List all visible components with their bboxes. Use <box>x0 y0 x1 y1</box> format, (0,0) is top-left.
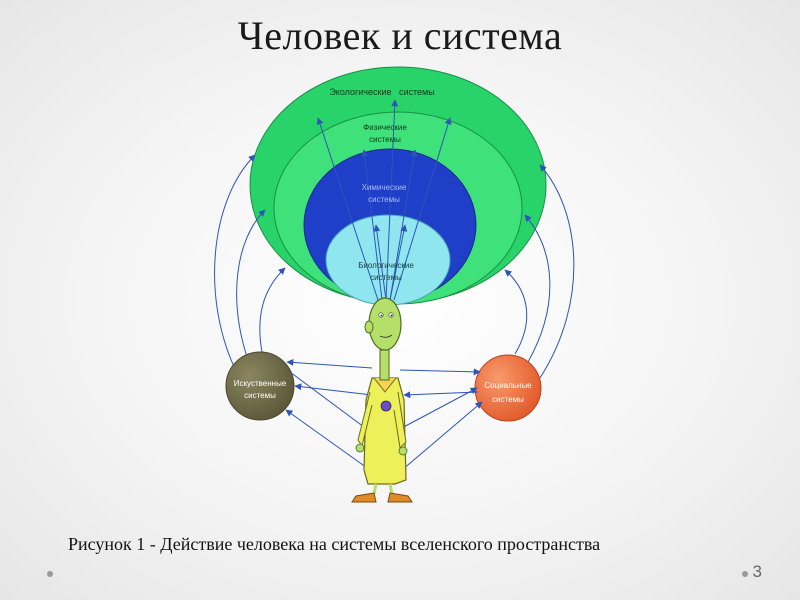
upward-arrows <box>316 99 452 301</box>
arrow-up-3 <box>385 99 399 301</box>
figure-side-arrows <box>285 358 483 471</box>
figure-caption: Рисунок 1 - Действие человека на системы… <box>68 534 601 554</box>
left-curve-1 <box>214 154 256 376</box>
arrow-to-social-2 <box>401 401 483 471</box>
arrow-to-artificial-2 <box>294 383 373 396</box>
arrow-art-to-figure <box>289 371 369 431</box>
figure-neck <box>379 349 390 381</box>
right-curve-3 <box>504 269 528 355</box>
figure-left-leg <box>372 483 378 495</box>
chemical-label-2: системы <box>368 195 400 204</box>
human-figure <box>351 297 413 503</box>
figure-left-shoe <box>351 492 377 503</box>
right-bullet-dot <box>742 571 748 577</box>
figure-ear <box>364 320 374 334</box>
social-label-1: Социальные <box>484 381 532 390</box>
right-curve-1 <box>539 164 575 379</box>
biological-label-2: системы <box>370 273 402 282</box>
left-bullet-dot <box>47 571 53 577</box>
figure-mouth <box>379 334 393 338</box>
physical-label-2: системы <box>369 135 401 144</box>
arrow-up-5 <box>393 117 452 301</box>
artificial-label-1: Искуственные <box>234 379 287 388</box>
figure-left-hand <box>355 443 365 453</box>
arrow-to-social-3 <box>397 387 478 431</box>
social-label-2: системы <box>492 395 524 404</box>
side-curved-arrows <box>214 154 575 379</box>
arrow-up-1 <box>316 117 379 301</box>
biological-label-1: Биологические <box>358 261 414 270</box>
figure-pupil-left <box>380 314 383 317</box>
physical-label-1: Физические <box>363 123 407 132</box>
arrow-soc-to-figure <box>403 391 479 399</box>
figure-badge <box>380 400 392 412</box>
figure-right-leg <box>388 483 394 495</box>
right-curve-2 <box>524 214 551 363</box>
left-curve-3 <box>259 267 286 353</box>
figure-collar <box>373 377 397 393</box>
ecological-label: Экологические системы <box>329 87 434 97</box>
arrow-to-social-1 <box>399 368 481 376</box>
slide-title: Человек и система <box>237 13 563 58</box>
artificial-systems-sphere <box>225 351 295 421</box>
page-number: 3 <box>752 562 762 581</box>
figure-right-shoe <box>387 492 413 503</box>
arrow-to-artificial-1 <box>286 358 373 369</box>
figure-pupil-right <box>390 314 393 317</box>
figure-head <box>368 297 402 351</box>
figure-left-arm <box>357 391 373 448</box>
left-curve-2 <box>236 209 266 361</box>
arrow-to-artificial-3 <box>285 409 371 471</box>
arrow-up-6 <box>373 224 387 301</box>
chemical-label-1: Химические <box>362 183 407 192</box>
figure-right-hand <box>398 446 408 456</box>
figure-right-arm <box>393 391 407 450</box>
arrow-up-2 <box>361 149 383 301</box>
arrow-up-7 <box>389 224 408 301</box>
artificial-label-2: системы <box>244 391 276 400</box>
